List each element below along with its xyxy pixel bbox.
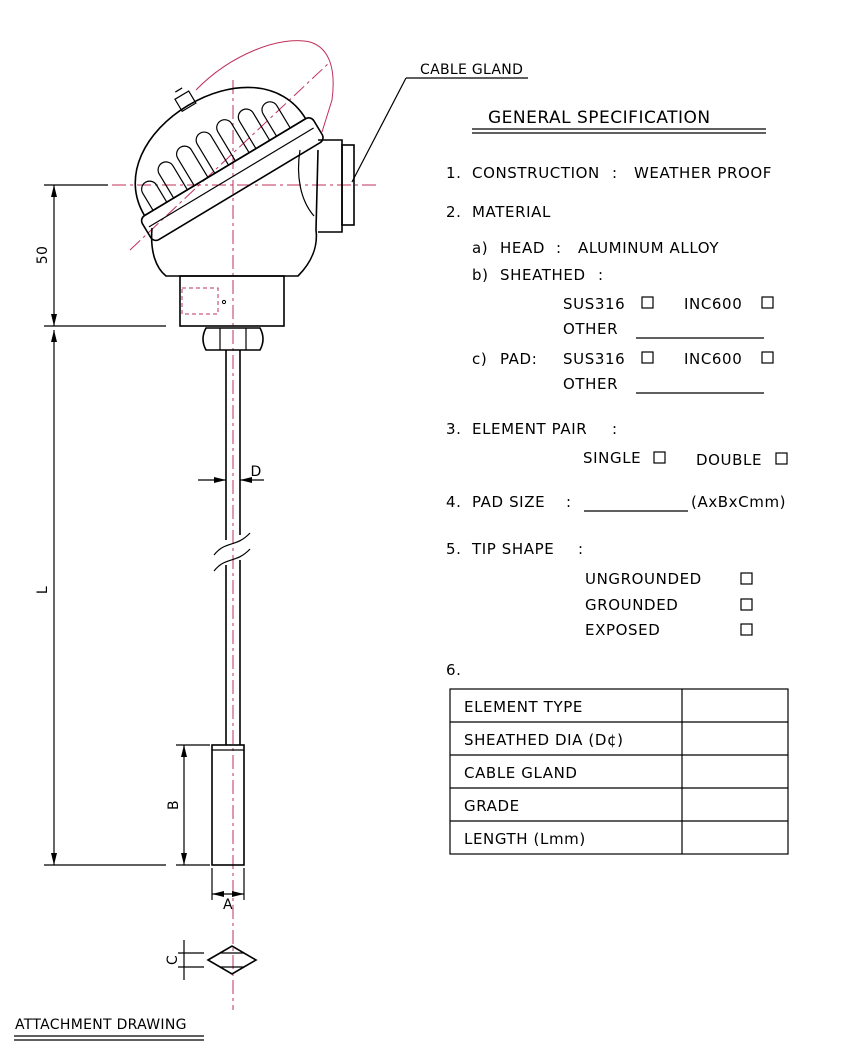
gland-nut <box>341 144 355 226</box>
spec-item-1-sep: : <box>612 164 618 182</box>
lid-centerline <box>129 61 331 251</box>
spec-item-5-num: 5. <box>446 540 462 558</box>
neck-screw-icon <box>221 299 227 305</box>
gland-body <box>318 139 343 233</box>
break-line-upper <box>213 532 251 556</box>
pair-double-checkbox[interactable] <box>775 452 788 465</box>
sheathed-option-sus316: SUS316 <box>563 295 625 313</box>
pad-inc600-checkbox[interactable] <box>761 351 774 364</box>
spec-item-2b-label: SHEATHED <box>500 266 586 284</box>
general-specification: GENERAL SPECIFICATION 1. CONSTRUCTION : … <box>446 108 789 855</box>
tip-ungrounded-checkbox[interactable] <box>740 572 753 585</box>
spec-item-1-num: 1. <box>446 164 462 182</box>
spec-item-4-unit: (AxBxCmm) <box>691 493 786 511</box>
footer: ATTACHMENT DRAWING <box>14 1017 204 1041</box>
spec-item-2a-label: HEAD <box>500 239 545 257</box>
spec-title: GENERAL SPECIFICATION <box>488 108 711 128</box>
sheathed-option-other: OTHER <box>563 320 618 338</box>
table-row-label: LENGTH (Lmm) <box>464 830 586 848</box>
dim-length: L <box>35 586 51 594</box>
table-row-label: CABLE GLAND <box>464 764 578 782</box>
spec-item-2b-key: b) <box>472 266 489 284</box>
pad-option-sus316: SUS316 <box>563 350 625 368</box>
pad-option-other: OTHER <box>563 375 618 393</box>
callout-cable-gland: CABLE GLAND <box>420 62 523 78</box>
dim-head-height: 50 <box>35 246 51 264</box>
neck-hidden-detail <box>181 287 219 315</box>
spec-item-2b-sep: : <box>598 266 604 284</box>
spec-item-2-label: MATERIAL <box>472 203 551 221</box>
spec-item-3-label: ELEMENT PAIR <box>472 420 587 438</box>
pair-option-double: DOUBLE <box>696 451 762 469</box>
spec-item-1-value: WEATHER PROOF <box>634 164 772 182</box>
thermocouple-drawing <box>112 40 376 1010</box>
tip-option-ungrounded: UNGROUNDED <box>585 570 702 588</box>
spec-table: ELEMENT TYPE SHEATHED DIA (D¢) CABLE GLA… <box>449 688 789 855</box>
footer-caption: ATTACHMENT DRAWING <box>15 1017 187 1033</box>
spec-item-1-label: CONSTRUCTION <box>472 164 600 182</box>
head-lid <box>134 86 324 242</box>
spec-item-2-num: 2. <box>446 203 462 221</box>
spec-item-2c-key: c) <box>472 350 487 368</box>
spec-item-2c-label: PAD: <box>500 350 537 368</box>
break-line-lower <box>213 548 251 572</box>
head-neck <box>179 275 285 327</box>
cable-gland-callout: CABLE GLAND <box>351 62 528 183</box>
pad-body <box>211 744 245 866</box>
spec-item-4-sep: : <box>566 493 572 511</box>
pair-single-checkbox[interactable] <box>653 451 666 464</box>
head-body <box>150 149 319 277</box>
pad-section-view <box>206 945 258 975</box>
spec-item-5-sep: : <box>578 540 584 558</box>
spec-item-4-label: PAD SIZE <box>472 493 545 511</box>
spec-item-2a-key: a) <box>472 239 488 257</box>
dim-pad-thickness: C <box>165 955 181 965</box>
dimensions: 50 L D B A C <box>35 184 264 980</box>
spec-item-6-num: 6. <box>446 661 462 679</box>
sheathed-inc600-checkbox[interactable] <box>761 296 774 309</box>
spec-item-2a-sep: : <box>556 239 562 257</box>
dim-pad-length: B <box>166 800 182 810</box>
pad-sus316-checkbox[interactable] <box>641 351 654 364</box>
sheathed-option-inc600: INC600 <box>684 295 742 313</box>
sheathed-sus316-checkbox[interactable] <box>641 296 654 309</box>
spec-item-4-num: 4. <box>446 493 462 511</box>
spec-item-3-num: 3. <box>446 420 462 438</box>
table-row-label: ELEMENT TYPE <box>464 698 583 716</box>
table-row-label: GRADE <box>464 797 520 815</box>
hex-nut <box>202 327 264 351</box>
gland-curve <box>297 149 315 217</box>
spec-item-5-label: TIP SHAPE <box>471 540 554 558</box>
tip-exposed-checkbox[interactable] <box>740 623 753 636</box>
spec-item-2a-value: ALUMINUM ALLOY <box>578 239 719 257</box>
table-row-label: SHEATHED DIA (D¢) <box>464 731 624 749</box>
spec-item-3-sep: : <box>612 420 618 438</box>
pair-option-single: SINGLE <box>583 449 641 467</box>
dim-pad-width: A <box>223 897 233 913</box>
pad-option-inc600: INC600 <box>684 350 742 368</box>
dim-diameter: D <box>250 464 261 480</box>
tip-option-grounded: GROUNDED <box>585 596 678 614</box>
tip-option-exposed: EXPOSED <box>585 621 660 639</box>
tip-grounded-checkbox[interactable] <box>740 598 753 611</box>
lid-hinge-arc <box>195 40 334 133</box>
